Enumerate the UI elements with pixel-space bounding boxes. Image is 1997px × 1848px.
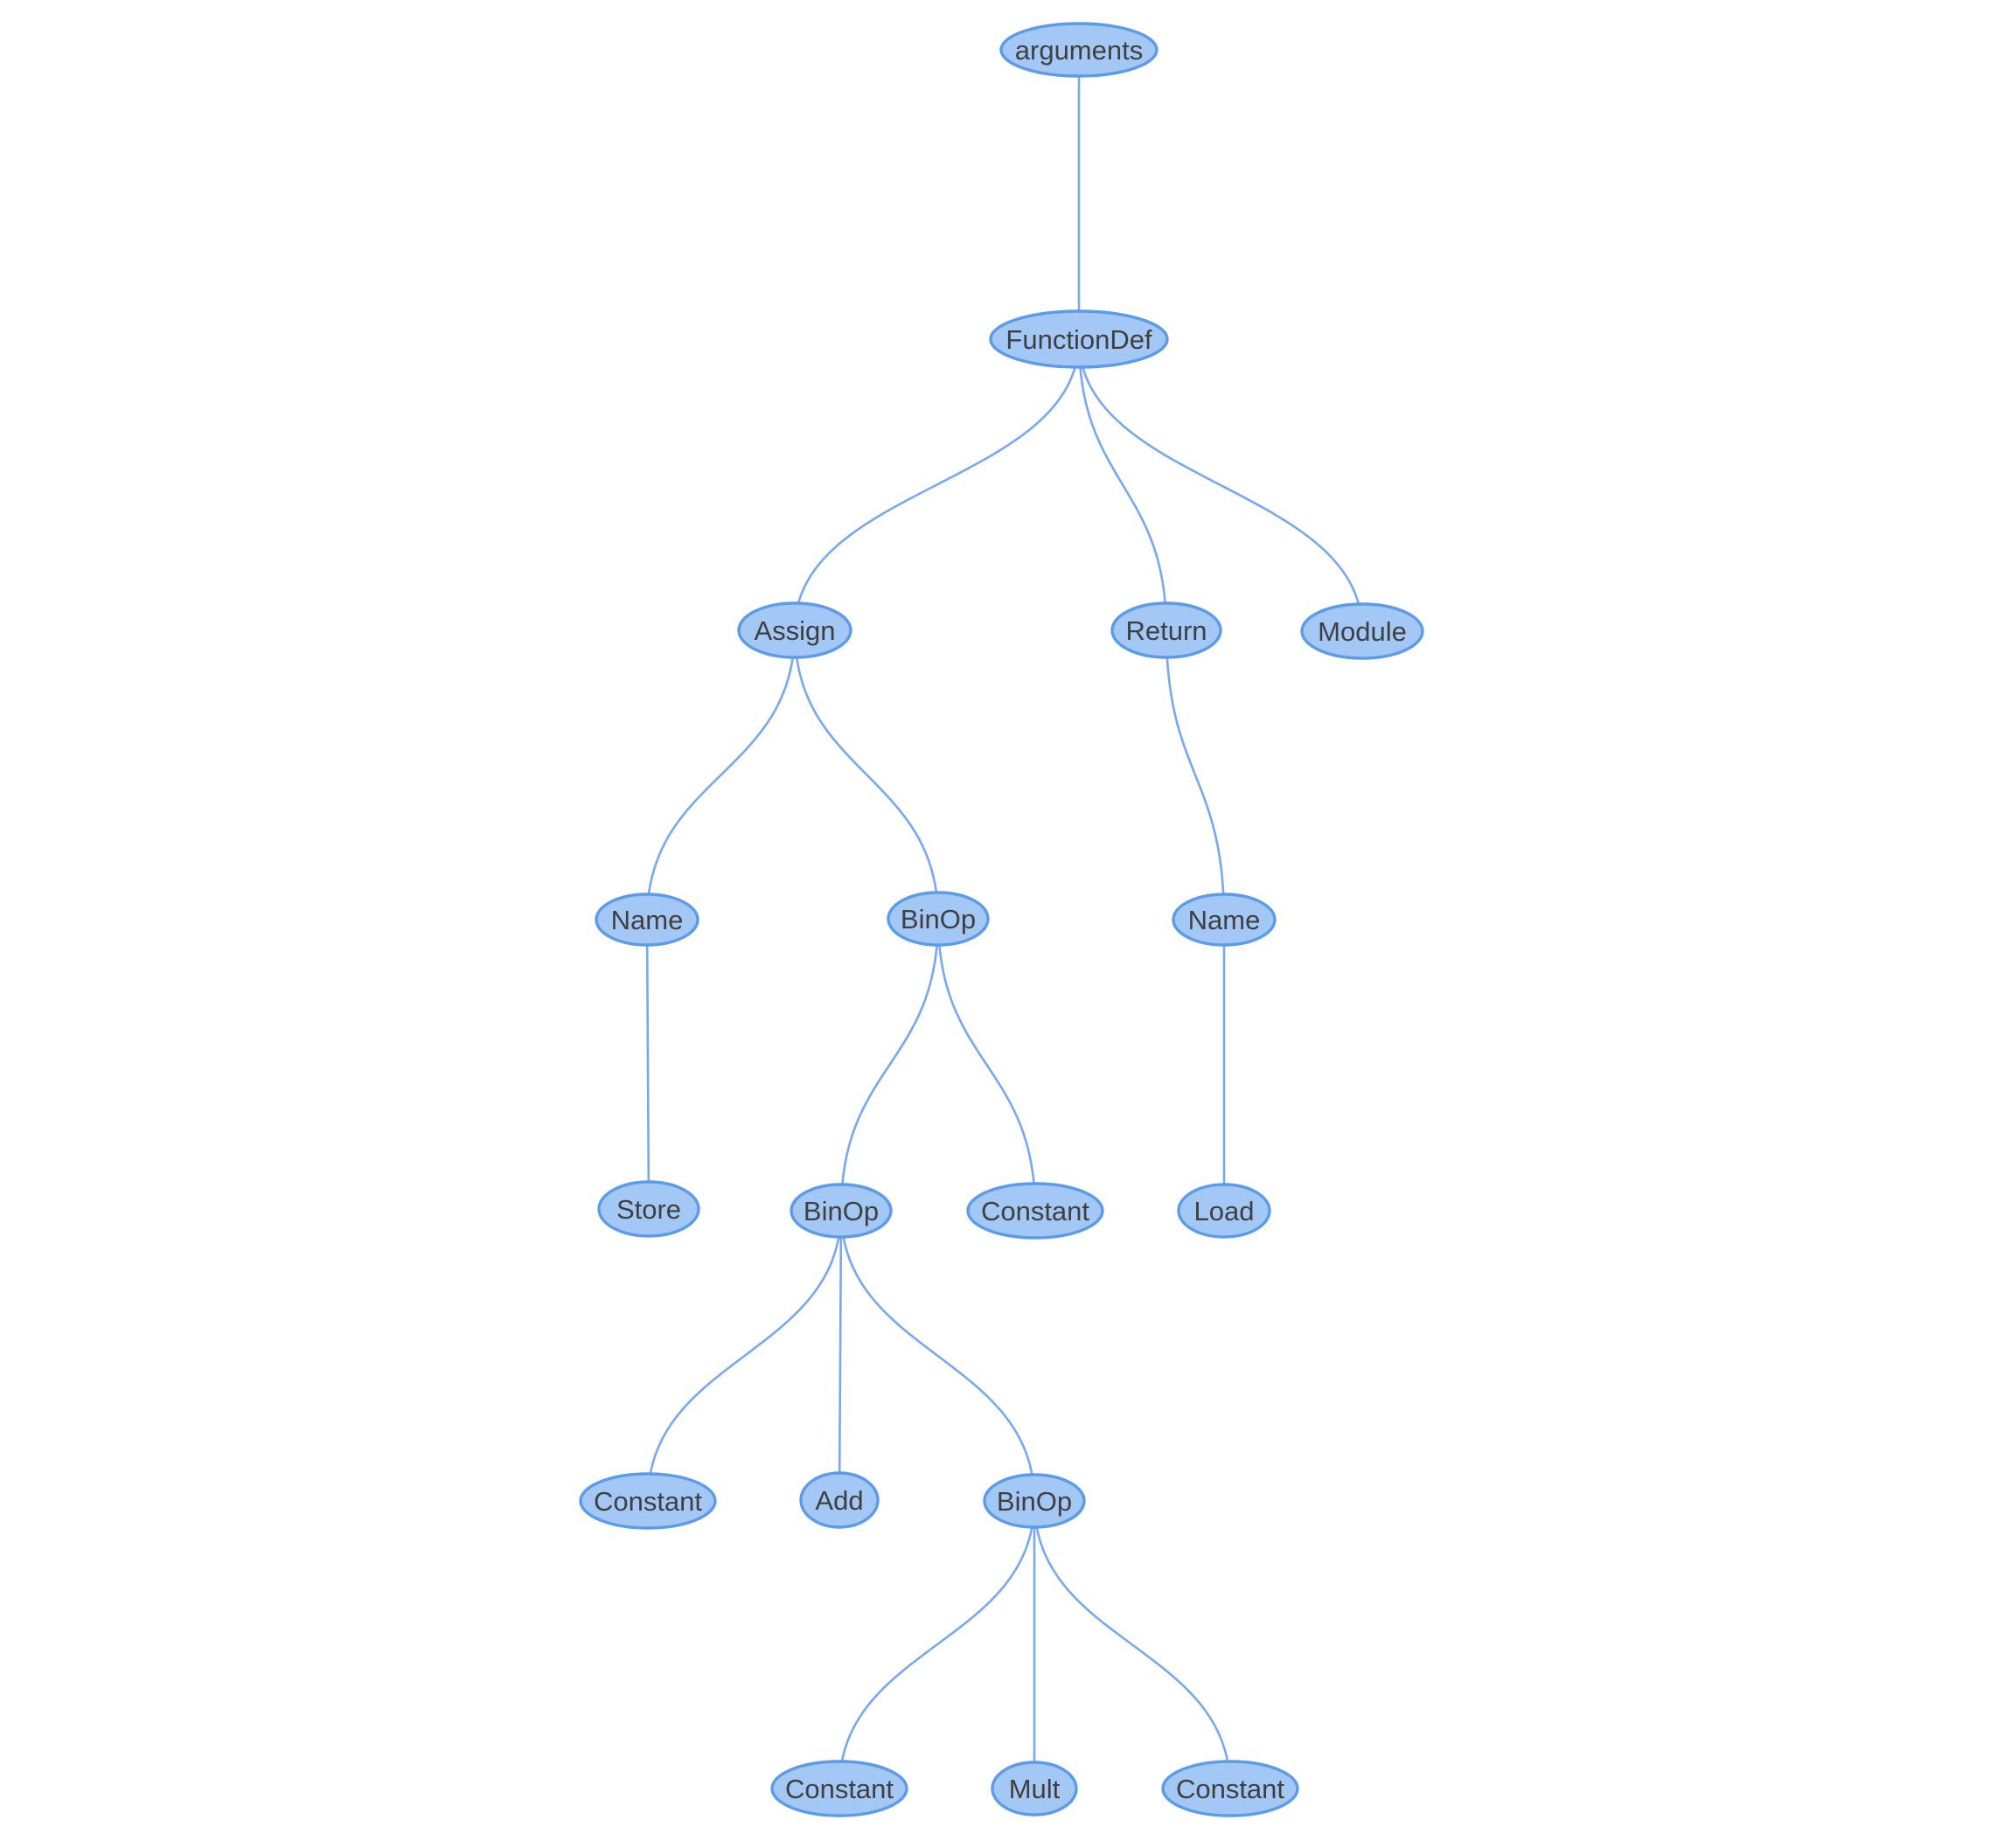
node-label: Return — [1125, 615, 1207, 646]
node-ellipse — [595, 893, 699, 947]
node-label: BinOp — [804, 1196, 879, 1226]
node-ellipse — [991, 1761, 1078, 1817]
node-label: arguments — [1015, 35, 1143, 66]
node-arguments[interactable]: arguments — [999, 22, 1159, 78]
edge-binop-2-to-constant-2 — [646, 1209, 843, 1503]
node-binop-1[interactable]: BinOp — [887, 891, 990, 947]
edges-layer — [645, 48, 1364, 1790]
node-label: Module — [1318, 616, 1407, 647]
node-ellipse — [770, 1760, 908, 1817]
node-add[interactable]: Add — [799, 1471, 880, 1529]
node-label: BinOp — [997, 1486, 1072, 1517]
node-ellipse — [579, 1472, 717, 1530]
node-mult[interactable]: Mult — [991, 1761, 1078, 1817]
node-load[interactable]: Load — [1177, 1183, 1271, 1239]
node-label: BinOp — [901, 904, 976, 934]
node-binop-3[interactable]: BinOp — [983, 1473, 1086, 1529]
node-ellipse — [597, 1180, 700, 1238]
node-label: Name — [1188, 905, 1261, 935]
edge-functiondef-to-module — [1077, 337, 1364, 633]
node-ellipse — [999, 22, 1159, 78]
node-ellipse — [887, 891, 990, 947]
node-label: Constant — [785, 1774, 894, 1804]
node-label: Add — [815, 1485, 863, 1516]
edge-functiondef-to-return — [1077, 337, 1168, 632]
node-label: Load — [1194, 1196, 1255, 1226]
node-ellipse — [1110, 601, 1222, 659]
edge-assign-to-name-1 — [645, 629, 797, 921]
node-ellipse — [1161, 1760, 1299, 1817]
edge-return-to-name-2 — [1165, 629, 1226, 921]
edge-binop-1-to-constant-1 — [936, 917, 1037, 1212]
node-ellipse — [737, 601, 852, 659]
edge-binop-3-to-constant-3 — [838, 1499, 1036, 1790]
node-label: Store — [616, 1194, 681, 1225]
node-ellipse — [1177, 1183, 1271, 1239]
node-label: Constant — [1176, 1774, 1284, 1804]
edge-binop-1-to-binop-2 — [839, 917, 940, 1212]
node-name-2[interactable]: Name — [1172, 893, 1277, 947]
node-label: Mult — [1009, 1774, 1061, 1804]
node-ellipse — [1172, 893, 1277, 947]
node-ellipse — [983, 1473, 1086, 1529]
node-constant-1[interactable]: Constant — [966, 1182, 1104, 1240]
node-assign[interactable]: Assign — [737, 601, 852, 659]
node-label: Constant — [594, 1486, 702, 1517]
node-ellipse — [790, 1183, 893, 1239]
node-label: FunctionDef — [1005, 324, 1152, 355]
edge-binop-3-to-constant-4 — [1033, 1499, 1232, 1790]
node-ellipse — [1300, 602, 1424, 660]
edge-assign-to-binop-1 — [793, 629, 940, 921]
node-name-1[interactable]: Name — [595, 893, 699, 947]
node-constant-3[interactable]: Constant — [770, 1760, 908, 1817]
node-label: Constant — [981, 1196, 1089, 1226]
node-constant-2[interactable]: Constant — [579, 1472, 717, 1530]
edge-functiondef-to-assign — [793, 337, 1081, 632]
node-label: Assign — [754, 615, 835, 646]
edge-name-1-to-store — [645, 918, 651, 1211]
node-constant-4[interactable]: Constant — [1161, 1760, 1299, 1817]
node-module[interactable]: Module — [1300, 602, 1424, 660]
edge-binop-2-to-binop-3 — [839, 1209, 1036, 1503]
node-binop-2[interactable]: BinOp — [790, 1183, 893, 1239]
node-functiondef[interactable]: FunctionDef — [989, 309, 1169, 369]
node-ellipse — [799, 1471, 880, 1529]
node-return[interactable]: Return — [1110, 601, 1222, 659]
node-ellipse — [966, 1182, 1104, 1240]
edge-binop-2-to-add — [838, 1209, 843, 1502]
node-store[interactable]: Store — [597, 1180, 700, 1238]
node-ellipse — [989, 309, 1169, 369]
node-label: Name — [611, 905, 684, 935]
